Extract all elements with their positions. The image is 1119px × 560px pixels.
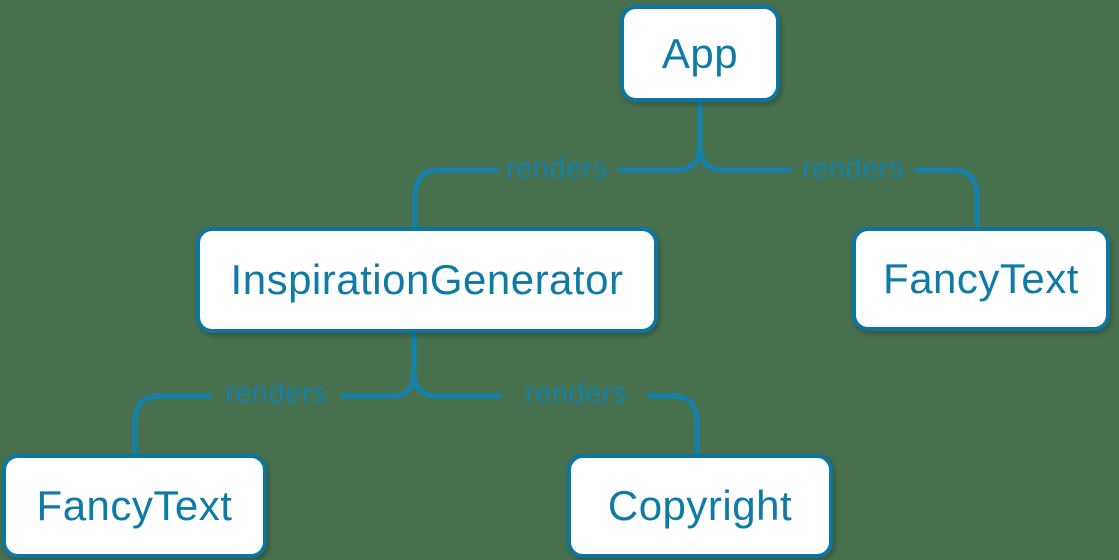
node-app-label: App — [661, 29, 739, 77]
edge-app-to-inspiration-corner — [412, 167, 500, 230]
edge-inspiration-to-copyright-corner — [647, 393, 700, 455]
edge-inspiration-to-copyright-flare — [411, 369, 503, 399]
edge-label-app-inspiration: renders — [506, 152, 608, 185]
edge-app-to-fancytext-corner — [914, 167, 980, 228]
node-copyright: Copyright — [567, 454, 833, 558]
edge-app-to-inspiration-flare — [617, 143, 703, 173]
node-fancy-text-bottom-label: FancyText — [36, 482, 233, 529]
edge-app-to-fancytext-flare — [697, 143, 792, 173]
edge-inspiration-to-fancytext-flare — [340, 369, 417, 399]
node-copyright-label: Copyright — [607, 482, 793, 529]
node-app: App — [620, 5, 780, 102]
edge-label-inspiration-fancytext: renders — [225, 377, 327, 410]
node-inspiration-generator: InspirationGenerator — [196, 227, 658, 333]
edge-inspiration-to-fancytext-corner — [132, 393, 213, 455]
edge-label-inspiration-copyright: renders — [525, 377, 627, 410]
node-inspiration-generator-label: InspirationGenerator — [230, 256, 624, 303]
node-fancy-text-top-label: FancyText — [883, 255, 1079, 302]
node-fancy-text-top: FancyText — [852, 227, 1110, 331]
edge-label-app-fancytext: renders — [802, 152, 904, 185]
node-fancy-text-bottom: FancyText — [2, 454, 267, 558]
